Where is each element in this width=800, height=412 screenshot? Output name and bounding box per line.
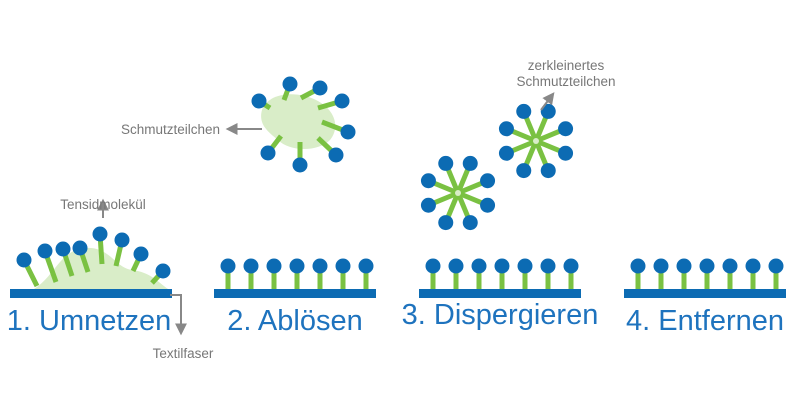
surfactant-molecule-head bbox=[420, 197, 436, 213]
surfactant-molecule-head bbox=[722, 258, 738, 274]
surfactant-molecule-head bbox=[699, 258, 715, 274]
step-4-label: 4. Entfernen bbox=[626, 305, 784, 337]
surfactant-molecule-head bbox=[768, 258, 784, 274]
surfactant-molecule-head bbox=[676, 258, 692, 274]
surfactant-molecule-head bbox=[540, 103, 556, 119]
surfactant-molecule-head bbox=[540, 163, 556, 179]
textile-label: Textilfaser bbox=[153, 346, 214, 361]
surfactant-molecule-head bbox=[133, 246, 149, 262]
surfactant-molecule-head bbox=[266, 258, 282, 274]
textile-fiber-2 bbox=[214, 289, 376, 298]
surfactant-molecule-head bbox=[92, 226, 108, 242]
surfactant-molecule-head bbox=[438, 155, 454, 171]
surfactant-molecule-head bbox=[114, 232, 130, 248]
surfactant-molecule-head bbox=[220, 258, 236, 274]
surfactant-molecule-head bbox=[480, 173, 496, 189]
surfactant-molecule-head bbox=[243, 258, 259, 274]
surfactant-molecule-head bbox=[37, 243, 53, 259]
surfactant-molecule-head bbox=[72, 240, 88, 256]
textile-arrow bbox=[170, 294, 187, 336]
surfactant-molecule-head bbox=[563, 258, 579, 274]
surfactant-molecule-head bbox=[282, 76, 298, 92]
surfactant-molecule-head bbox=[312, 80, 328, 96]
surfactant-molecules-step4 bbox=[630, 258, 784, 289]
surfactant-molecule-head bbox=[498, 121, 514, 137]
broken-dirt-particle-2 bbox=[498, 103, 574, 179]
surfactant-molecule-head bbox=[335, 258, 351, 274]
step-3-label: 3. Dispergieren bbox=[402, 299, 599, 331]
surfactant-molecule-head bbox=[745, 258, 761, 274]
surfactant-molecule-head bbox=[516, 163, 532, 179]
surfactant-molecule-head bbox=[334, 93, 350, 109]
surfactant-molecule-head bbox=[289, 258, 305, 274]
surfactant-molecule-head bbox=[516, 103, 532, 119]
step-2-label: 2. Ablösen bbox=[227, 305, 362, 337]
surfactant-molecule-head bbox=[462, 215, 478, 231]
surfactant-molecule-head bbox=[494, 258, 510, 274]
surfactant-molecule-head bbox=[55, 241, 71, 257]
surfactant-molecule-head bbox=[462, 155, 478, 171]
broken-dirt-particle-1 bbox=[420, 155, 496, 231]
surfactant-molecule-head bbox=[558, 145, 574, 161]
dirt-label: Schmutzteilchen bbox=[121, 122, 220, 137]
step-1-label: 1. Umnetzen bbox=[7, 305, 171, 337]
surfactant-molecules-step2 bbox=[220, 258, 374, 289]
surfactant-molecules-step3 bbox=[425, 258, 579, 289]
dirt-particle-surfactants bbox=[251, 76, 356, 173]
surfactant-molecule-head bbox=[558, 121, 574, 137]
surfactant-molecule-head bbox=[471, 258, 487, 274]
surfactant-molecule-head bbox=[425, 258, 441, 274]
surfactant-molecule-head bbox=[251, 93, 267, 109]
broken-dirt-label-line2: Schmutzteilchen bbox=[516, 74, 615, 89]
surfactant-molecule-head bbox=[155, 263, 171, 279]
broken-dirt-label-line1: zerkleinertes bbox=[528, 58, 605, 73]
surfactant-molecule-head bbox=[340, 124, 356, 140]
textile-fiber-4 bbox=[624, 289, 786, 298]
surfactant-molecule-head bbox=[498, 145, 514, 161]
dirt-fragment bbox=[455, 190, 461, 196]
surfactant-molecule-head bbox=[630, 258, 646, 274]
surfactant-molecule-head bbox=[438, 215, 454, 231]
surfactant-molecule-head bbox=[328, 147, 344, 163]
surfactant-molecule-head bbox=[16, 252, 32, 268]
surfactant-molecule-head bbox=[420, 173, 436, 189]
surfactant-molecule-head bbox=[312, 258, 328, 274]
surfactant-molecule-head bbox=[260, 145, 276, 161]
surfactant-molecule-head bbox=[517, 258, 533, 274]
surfactant-molecule-head bbox=[292, 157, 308, 173]
surfactant-molecule-head bbox=[540, 258, 556, 274]
surfactant-molecule-head bbox=[653, 258, 669, 274]
surfactant-molecule-head bbox=[358, 258, 374, 274]
broken-dirt-arrow bbox=[540, 92, 555, 111]
surfactant-molecule-head bbox=[448, 258, 464, 274]
surfactant-molecules-step1 bbox=[16, 226, 171, 288]
surfactant-label: Tensidmolekül bbox=[60, 197, 146, 212]
dirt-fragment bbox=[533, 138, 539, 144]
surfactant-molecule-head bbox=[480, 197, 496, 213]
textile-fiber-3 bbox=[419, 289, 581, 298]
textile-fiber-1 bbox=[10, 289, 172, 298]
